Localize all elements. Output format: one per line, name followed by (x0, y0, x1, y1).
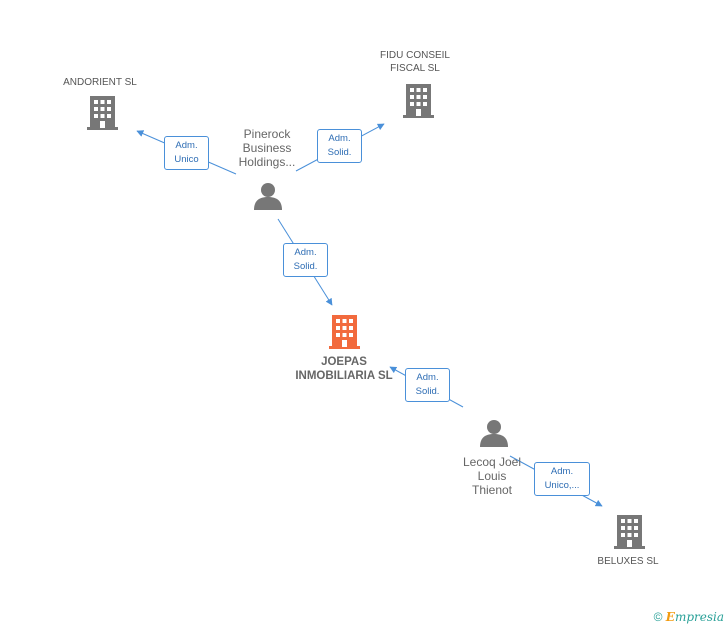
node-label-joepas: JOEPAS INMOBILIARIA SL (295, 356, 393, 382)
brand-logo: Empresia (665, 610, 724, 624)
edge-label-pinerock-fidu: Adm. Solid. (317, 129, 362, 163)
footer-brand: © Empresia (654, 610, 724, 624)
node-label-pinerock: Pinerock Business Holdings... (238, 127, 296, 169)
building-icon-andorient (87, 96, 118, 130)
node-label-lecoq: Lecoq Joel Louis Thienot (462, 455, 522, 497)
copyright-icon: © (653, 610, 663, 624)
edge-label-lecoq-beluxes: Adm. Unico,... (534, 462, 590, 496)
node-label-andorient: ANDORIENT SL (63, 77, 137, 88)
edge-label-pinerock-joepas: Adm. Solid. (283, 243, 328, 277)
building-icon-joepas (329, 315, 360, 349)
edge-label-lecoq-joepas: Adm. Solid. (405, 368, 450, 402)
person-icon-pinerock (254, 183, 282, 210)
edge-label-pinerock-andorient: Adm. Unico (164, 136, 209, 170)
building-icon-beluxes (614, 515, 645, 549)
building-icon-fidu (403, 84, 434, 118)
person-icon-lecoq (480, 420, 508, 447)
node-label-fidu: FIDU CONSEIL FISCAL SL (379, 50, 450, 74)
node-label-beluxes: BELUXES SL (597, 556, 659, 567)
